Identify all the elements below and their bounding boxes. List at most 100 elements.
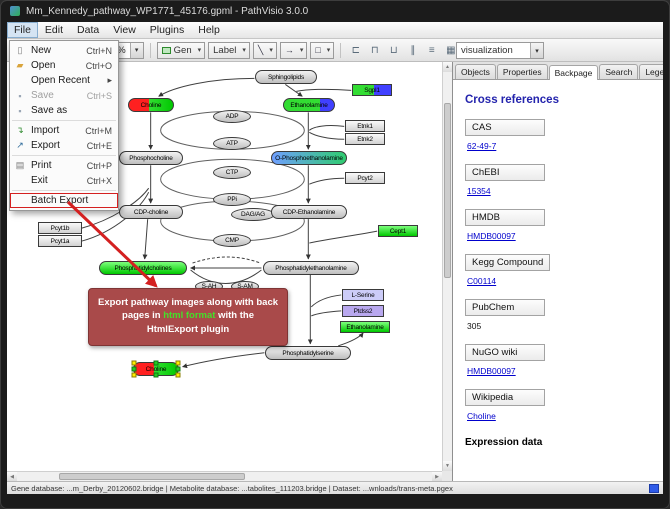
xref-link[interactable]: 62-49-7: [467, 141, 497, 151]
xref-link[interactable]: Choline: [467, 411, 496, 421]
pathway-node-adp[interactable]: ADP: [213, 110, 251, 123]
pathway-node-phosphatidylserine[interactable]: Phosphatidylserine: [265, 346, 351, 360]
titlebar[interactable]: Mm_Kennedy_pathway_WP1771_45176.gpml - P…: [0, 0, 670, 22]
pathway-node-pcyt1a[interactable]: Pcyt1a: [38, 235, 82, 247]
shape-tool[interactable]: □ ▾: [310, 41, 335, 59]
pathway-node-phosphocholine[interactable]: Phosphocholine: [119, 151, 183, 165]
file-menu-item-batch-export[interactable]: Batch Export: [10, 193, 118, 208]
pathway-edge[interactable]: [311, 310, 342, 317]
pathway-edge[interactable]: [296, 88, 352, 92]
scroll-down-icon[interactable]: ▼: [443, 461, 452, 471]
pathway-edge[interactable]: [158, 77, 255, 97]
align-left-icon[interactable]: ⊏: [351, 44, 360, 56]
pathway-node-l-serine[interactable]: L-Serine: [342, 289, 384, 301]
horizontal-scrollbar[interactable]: ◀ ▶: [7, 471, 442, 481]
tab-objects[interactable]: Objects: [455, 64, 496, 79]
file-menu-item-save-as[interactable]: ▪Save as: [10, 103, 118, 118]
distribute-vertical-icon[interactable]: ≡: [428, 44, 435, 56]
pathway-node-cmp[interactable]: CMP: [213, 234, 251, 247]
pathway-node-phosphatidylcholines[interactable]: Phosphatidylcholines: [99, 261, 187, 275]
resize-handle[interactable]: [175, 366, 181, 372]
pathway-node-ethanolamine[interactable]: Ethanolamine: [340, 321, 390, 333]
selection-handle[interactable]: [175, 372, 181, 378]
xref-link[interactable]: C00114: [467, 276, 497, 286]
connector-tool[interactable]: → ▾: [279, 41, 308, 59]
xref-link[interactable]: HMDB00097: [467, 366, 516, 376]
pathway-edge[interactable]: [182, 352, 265, 369]
chevron-down-icon[interactable]: ▾: [242, 47, 246, 54]
pathway-node-ptdss2[interactable]: Ptdss2: [342, 305, 384, 317]
pathway-node-cdp-choline[interactable]: CDP-choline: [119, 205, 183, 219]
scroll-right-icon[interactable]: ▶: [432, 472, 442, 481]
pathway-node-choline[interactable]: Choline: [131, 360, 181, 378]
pathway-edge[interactable]: [338, 332, 364, 347]
pathway-node-etnk2[interactable]: Etnk2: [345, 133, 385, 145]
selection-handle[interactable]: [131, 372, 137, 378]
chevron-down-icon[interactable]: ▾: [299, 47, 304, 54]
scrollbar-track[interactable]: [443, 72, 452, 461]
scroll-left-icon[interactable]: ◀: [7, 472, 17, 481]
xref-link[interactable]: 15354: [467, 186, 491, 196]
pathway-node-ethanolamine[interactable]: Ethanolamine: [283, 98, 335, 112]
menu-file[interactable]: File: [7, 22, 38, 38]
tab-properties[interactable]: Properties: [496, 64, 548, 79]
pathway-node-ctp[interactable]: CTP: [213, 166, 251, 179]
tab-search[interactable]: Search: [599, 64, 639, 79]
pathway-node-etnk1[interactable]: Etnk1: [345, 120, 385, 132]
scrollbar-thumb[interactable]: [444, 103, 451, 279]
pathway-node-sgpl1[interactable]: Sgpl1: [352, 84, 392, 96]
pathway-node-phosphatidylethanolamine[interactable]: Phosphatidylethanolamine: [263, 261, 359, 275]
menu-data[interactable]: Data: [77, 24, 100, 36]
chevron-down-icon[interactable]: ▾: [530, 43, 543, 58]
selection-handle[interactable]: [175, 360, 181, 366]
menu-edit[interactable]: Edit: [44, 24, 64, 36]
menu-view[interactable]: View: [113, 24, 136, 36]
pathway-node-cept1[interactable]: Cept1: [378, 225, 418, 237]
pathway-node-dag-ag[interactable]: DAG/AG: [231, 208, 275, 221]
visualization-combobox[interactable]: visualization ▾: [456, 42, 544, 59]
align-center-icon[interactable]: ⊓: [370, 44, 379, 56]
tab-legend[interactable]: Legend: [639, 64, 663, 79]
selection-handle[interactable]: [131, 360, 137, 366]
distribute-horizontal-icon[interactable]: ∥: [410, 44, 416, 56]
chevron-down-icon[interactable]: ▾: [129, 42, 143, 58]
stack-icon[interactable]: ▦: [446, 44, 456, 56]
pathway-node-pcyt1b[interactable]: Pcyt1b: [38, 222, 82, 234]
label-tool[interactable]: Label ▾: [208, 41, 250, 59]
pathway-edge[interactable]: [309, 177, 345, 185]
chevron-down-icon[interactable]: ▾: [197, 47, 202, 54]
pathway-node-sphingolipids[interactable]: Sphingolipids: [255, 70, 317, 84]
resize-handle[interactable]: [153, 372, 159, 378]
vertical-scrollbar[interactable]: ▲ ▼: [442, 62, 452, 471]
line-tool[interactable]: ╲ ▾: [252, 41, 277, 59]
pathway-node-ppi[interactable]: PPi: [213, 193, 251, 206]
resize-handle[interactable]: [131, 366, 137, 372]
chevron-down-icon[interactable]: ▾: [326, 47, 331, 54]
scroll-up-icon[interactable]: ▲: [443, 62, 452, 72]
chevron-down-icon[interactable]: ▾: [269, 47, 273, 54]
pathway-node-atp[interactable]: ATP: [213, 137, 251, 150]
resize-handle[interactable]: [153, 360, 159, 366]
pathway-node-pcyt2[interactable]: Pcyt2: [345, 172, 385, 184]
pathway-edge[interactable]: [309, 230, 378, 244]
align-bottom-icon[interactable]: ⊔: [389, 44, 398, 56]
pathway-edge[interactable]: [190, 269, 262, 284]
pathway-edge[interactable]: [192, 256, 261, 264]
pathway-node-o-phosphoethanolamine[interactable]: O-Phosphoethanolamine: [271, 151, 347, 165]
scrollbar-thumb[interactable]: [58, 473, 246, 480]
xref-link[interactable]: HMDB00097: [467, 231, 516, 241]
pathway-edge[interactable]: [309, 131, 345, 140]
file-menu-item-open-recent[interactable]: Open Recent▸: [10, 73, 118, 88]
pathway-edge[interactable]: [310, 294, 342, 308]
pathway-edge[interactable]: [308, 125, 345, 131]
tab-backpage[interactable]: Backpage: [548, 65, 599, 80]
datanode-tool[interactable]: Gen ▾: [156, 41, 206, 59]
pathway-node-cdp-ethanolamine[interactable]: CDP-Ethanolamine: [271, 205, 347, 219]
